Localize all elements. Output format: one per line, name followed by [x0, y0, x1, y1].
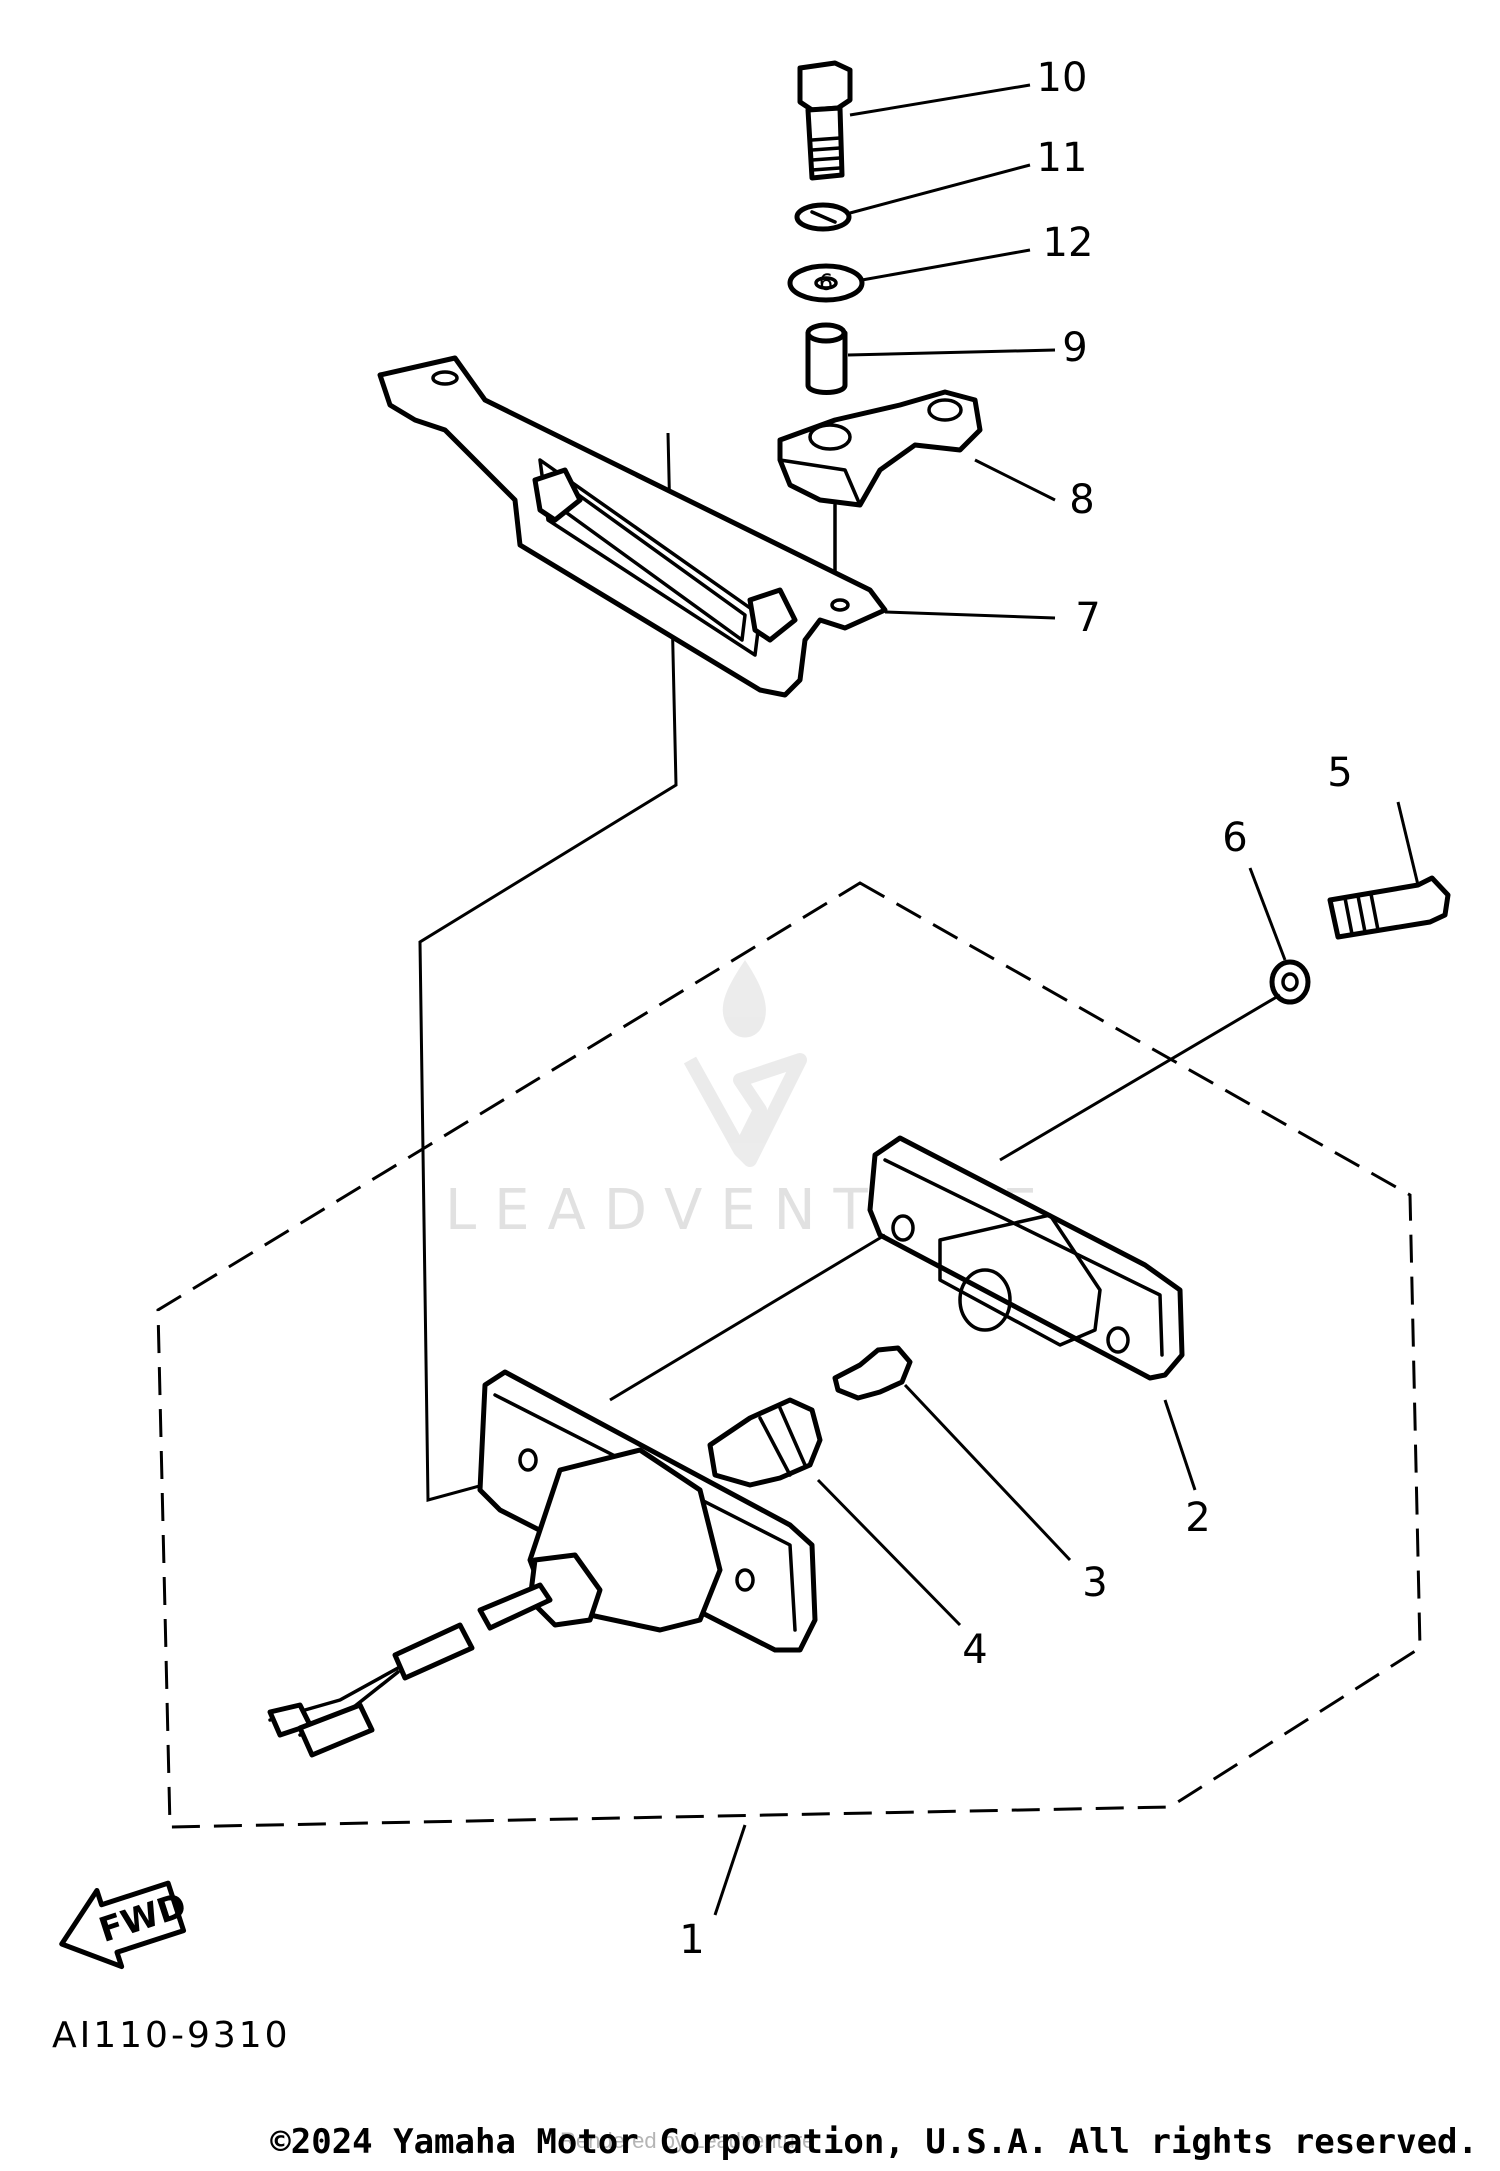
- washer-mark: 6: [819, 271, 833, 296]
- callout-4: 4: [962, 1627, 987, 1673]
- bulb-part-3: [832, 1345, 913, 1401]
- watermark-note: Rendered by Leadventure: [560, 2128, 815, 2153]
- link-arm-part-8: [777, 389, 983, 508]
- callout-1: 1: [679, 1917, 704, 1963]
- callout-10: 10: [1037, 55, 1088, 101]
- flat-washer-part-12: 6: [787, 263, 865, 303]
- callout-12: 12: [1043, 220, 1094, 266]
- leader-lines: [609, 83, 1420, 1916]
- wire-harness: [267, 1582, 553, 1758]
- callout-9: 9: [1062, 325, 1087, 371]
- lamp-housing: [477, 1369, 818, 1653]
- bracket-part-7: [377, 355, 888, 698]
- mount-guide-line: [418, 432, 678, 1502]
- forward-arrow-icon: FWD: [59, 1880, 191, 1970]
- callout-2: 2: [1185, 1495, 1210, 1541]
- callout-8: 8: [1069, 477, 1094, 523]
- callout-7: 7: [1075, 595, 1100, 641]
- bolt-part-10: [797, 60, 853, 181]
- washer-part-6: [1269, 959, 1311, 1005]
- assembly-boundary: [156, 881, 1422, 1829]
- callout-5: 5: [1327, 750, 1352, 796]
- lock-washer-part-11: [794, 202, 852, 232]
- lens-part-2: [867, 1135, 1185, 1381]
- screw-part-5: [1327, 875, 1451, 940]
- flame-v-logo-icon: [683, 960, 807, 1167]
- copyright-notice: ©2024 Yamaha Motor Corporation, U.S.A. A…: [270, 2122, 1478, 2162]
- callout-6: 6: [1222, 815, 1247, 861]
- collar-part-9: [805, 322, 848, 395]
- diagram-code: AI110-9310: [52, 2015, 291, 2056]
- socket-part-4: [707, 1397, 823, 1488]
- callout-3: 3: [1082, 1560, 1107, 1606]
- callout-11: 11: [1037, 135, 1088, 181]
